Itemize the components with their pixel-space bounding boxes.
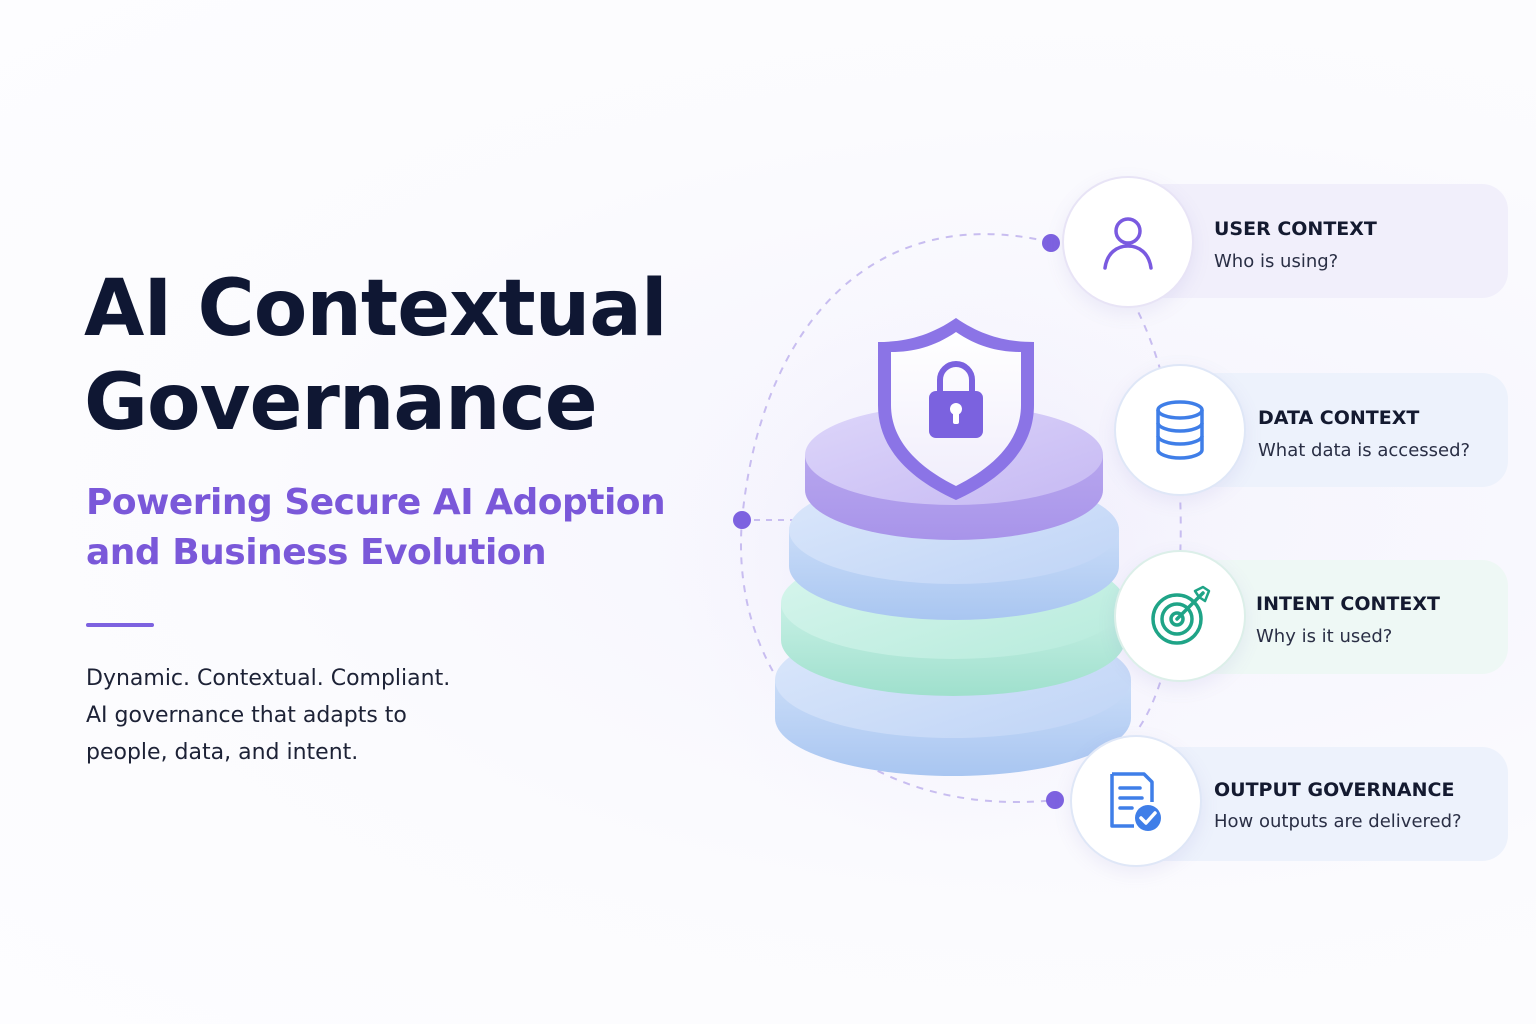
page-title: AI Contextual Governance bbox=[84, 262, 724, 450]
document-check-icon bbox=[1110, 772, 1161, 831]
data-context-icon-badge bbox=[1114, 364, 1246, 496]
user-context-description: Who is using? bbox=[1214, 251, 1339, 272]
database-icon bbox=[1156, 400, 1204, 460]
target-icon bbox=[1151, 585, 1211, 645]
intent-context-icon-badge bbox=[1114, 550, 1246, 682]
connector-dot-user bbox=[1042, 234, 1060, 252]
user-context-title: USER CONTEXT bbox=[1214, 218, 1377, 240]
tagline: Dynamic. Contextual. Compliant. AI gover… bbox=[86, 660, 546, 771]
tagline-line-3: people, data, and intent. bbox=[86, 740, 359, 765]
title-line-2: Governance bbox=[84, 358, 598, 448]
output-governance-description: How outputs are delivered? bbox=[1214, 811, 1462, 832]
intent-context-title: INTENT CONTEXT bbox=[1256, 593, 1440, 615]
tagline-line-2: AI governance that adapts to bbox=[86, 703, 407, 728]
connector-dot-left bbox=[733, 511, 751, 529]
data-context-description: What data is accessed? bbox=[1258, 440, 1471, 461]
output-governance-icon-badge bbox=[1070, 735, 1202, 867]
subtitle-line-2: and Business Evolution bbox=[86, 532, 547, 573]
output-governance-title: OUTPUT GOVERNANCE bbox=[1214, 779, 1455, 801]
title-line-1: AI Contextual bbox=[84, 264, 668, 354]
page-subtitle: Powering Secure AI Adoption and Business… bbox=[86, 478, 726, 578]
shield-lock-icon bbox=[878, 318, 1034, 500]
subtitle-line-1: Powering Secure AI Adoption bbox=[86, 482, 666, 523]
intent-context-description: Why is it used? bbox=[1256, 626, 1393, 647]
data-context-title: DATA CONTEXT bbox=[1258, 407, 1420, 429]
user-icon bbox=[1103, 217, 1153, 270]
user-context-icon-badge bbox=[1062, 176, 1194, 308]
tagline-line-1: Dynamic. Contextual. Compliant. bbox=[86, 666, 451, 691]
connector-dot-output bbox=[1046, 791, 1064, 809]
accent-divider bbox=[86, 623, 154, 627]
